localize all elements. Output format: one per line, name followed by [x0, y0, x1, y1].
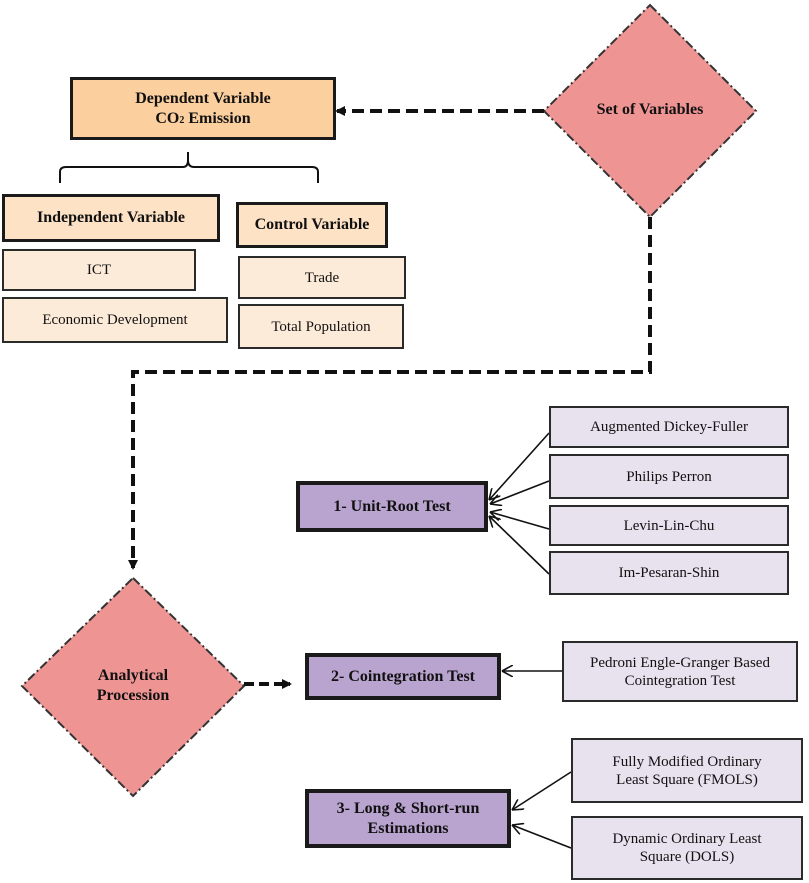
levin-lin-chu-box: Levin-Lin-Chu [549, 505, 789, 546]
economic-development-box: Economic Development [2, 297, 228, 343]
pedroni-line1: Pedroni Engle-Granger Based [590, 654, 770, 671]
control-variable-header: Control Variable [236, 202, 388, 248]
estimation-title-line1: 3- Long & Short-run [336, 800, 480, 818]
llc-arrow [490, 512, 550, 530]
dols-line1: Dynamic Ordinary Least [612, 831, 762, 847]
cointegration-test-box: 2- Cointegration Test [305, 653, 501, 700]
trade-box: Trade [238, 256, 406, 299]
dependent-variable-box: Dependent Variable CO2 Emission [70, 77, 336, 140]
pedroni-test-box: Pedroni Engle-Granger Based Cointegratio… [562, 641, 798, 702]
im-pesaran-shin-box: Im-Pesaran-Shin [549, 551, 789, 595]
adf-arrow [489, 432, 550, 500]
long-short-run-estimation-box: 3- Long & Short-run Estimations [305, 789, 511, 848]
estimation-title-line2: Estimations [367, 819, 449, 837]
unit-root-test-box: 1- Unit-Root Test [296, 481, 488, 532]
set-to-analytical-path [128, 217, 652, 570]
fmols-line1: Fully Modified Ordinary [612, 753, 762, 770]
set-of-variables-diamond [542, 3, 758, 219]
analytical-procession-label: Analytical Procession [43, 666, 223, 706]
ict-box: ICT [2, 249, 196, 291]
fmols-line2: Least Square (FMOLS) [616, 771, 758, 788]
adf-test-box: Augmented Dickey-Fuller [549, 406, 789, 448]
analytical-label-line1: Analytical [97, 667, 169, 684]
pp-arrow [490, 480, 550, 504]
analytical-label-line2: Procession [96, 687, 170, 704]
fmols-arrow [512, 771, 572, 810]
total-population-box: Total Population [238, 304, 404, 349]
dols-line2: Square (DOLS) [639, 849, 735, 865]
dependent-brace [59, 152, 319, 183]
ips-arrow [489, 516, 550, 575]
fmols-box: Fully Modified Ordinary Least Square (FM… [571, 738, 803, 803]
independent-variable-header: Independent Variable [2, 194, 220, 242]
co2-emission-label: CO2 Emission [155, 109, 251, 127]
dols-arrow [512, 825, 572, 849]
analytical-procession-diamond [20, 576, 246, 798]
dependent-variable-title: Dependent Variable [135, 90, 271, 108]
set-of-variables-label: Set of Variables [596, 101, 704, 118]
dols-box: Dynamic Ordinary Least Square (DOLS) [571, 816, 803, 880]
philips-perron-box: Philips Perron [549, 454, 789, 499]
pedroni-line2: Cointegration Test [624, 672, 736, 689]
